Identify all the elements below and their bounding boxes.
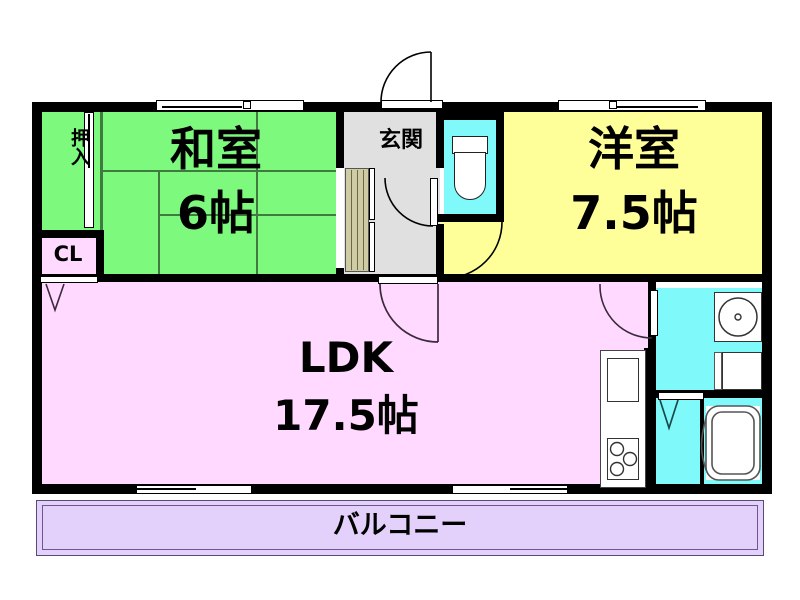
fusuma-panel-line	[351, 170, 353, 270]
genkan-inner-door-leaf[interactable]	[430, 178, 438, 226]
balcony-window-right-rail	[510, 488, 568, 490]
oshiire-door-rail	[88, 114, 90, 168]
wall-ldk-right	[648, 282, 656, 490]
washroom-ldk-door-leaf[interactable]	[650, 290, 658, 336]
wall-toilet-top-tank	[444, 112, 496, 120]
wall-washitsu-right-top	[336, 106, 344, 168]
label-yoshitsu-name: 洋室	[588, 122, 680, 176]
tatami-line	[100, 106, 103, 276]
washroom-door[interactable]	[658, 392, 704, 400]
gas-stove	[607, 438, 639, 480]
fusuma-panel-line	[363, 170, 365, 270]
window-yoshitsu-handle	[609, 101, 617, 109]
window-washitsu[interactable]	[156, 100, 304, 111]
balcony-window-left-rail	[136, 488, 196, 490]
tatami-line	[158, 170, 160, 276]
fusuma-track-upper	[369, 168, 375, 220]
outer-wall-left	[32, 102, 42, 490]
wall-yoshitsu-left	[496, 106, 504, 112]
label-washitsu-size: 6帖	[176, 186, 255, 240]
washer-space-pan	[714, 352, 722, 390]
room-fill-closet-cl	[36, 238, 100, 276]
wall-genkan-right-lower	[436, 224, 444, 282]
tatami-line	[100, 170, 336, 172]
wall-toilet-bottom	[436, 214, 504, 222]
cl-door[interactable]	[40, 276, 98, 283]
label-oshiire: 押入	[68, 128, 90, 166]
wall-genkan-right-upper	[436, 112, 444, 168]
fusuma-track-lower	[369, 222, 375, 272]
wall-oshiire-bottom	[36, 230, 102, 238]
wall-bath-inner	[700, 398, 704, 484]
vanity-counter	[714, 292, 762, 342]
wall-washitsu-bottom	[36, 274, 342, 282]
window-washitsu-rail	[162, 106, 242, 108]
label-yoshitsu-size: 7.5帖	[570, 186, 698, 240]
label-closet-cl: CL	[53, 242, 83, 266]
fusuma-panel-line	[357, 170, 359, 270]
window-yoshitsu-rail	[616, 106, 698, 108]
wall-oshiire-right	[94, 106, 102, 112]
washer-space	[722, 352, 762, 390]
balcony-inner-outline	[42, 505, 758, 550]
tatami-line	[256, 106, 258, 170]
tatami-line	[158, 214, 336, 216]
wall-kitchen-back	[644, 348, 650, 488]
entrance-door-leaf[interactable]	[381, 100, 443, 109]
label-ldk-name: LDK	[298, 333, 394, 382]
label-washitsu-name: 和室	[170, 122, 262, 176]
tatami-line	[256, 170, 258, 276]
ldk-hall-door-leaf[interactable]	[378, 276, 438, 284]
label-ldk-size: 17.5帖	[273, 391, 419, 440]
outer-wall-bottom	[32, 484, 772, 494]
outer-wall-right	[762, 102, 772, 490]
room-fill-ldk	[36, 282, 656, 490]
room-fill-yoshitsu	[504, 106, 764, 276]
room-fill-yoshitsu-hall	[440, 220, 504, 282]
toilet-bowl	[454, 152, 486, 200]
wall-washroom-bath-divider	[656, 390, 764, 398]
window-yoshitsu[interactable]	[558, 100, 706, 111]
outer-wall-top-right	[340, 102, 772, 112]
wall-cl-right	[96, 230, 104, 282]
label-balcony: バルコニー	[332, 510, 468, 541]
wall-toilet-right	[496, 112, 504, 222]
window-washitsu-handle	[243, 101, 251, 109]
label-genkan: 玄関	[378, 128, 423, 153]
bathtub-outer	[706, 406, 760, 480]
oshiire-sliding-door[interactable]	[84, 112, 94, 228]
kitchen-sink	[607, 358, 639, 402]
wall-yoshitsu-bottom	[504, 274, 764, 282]
